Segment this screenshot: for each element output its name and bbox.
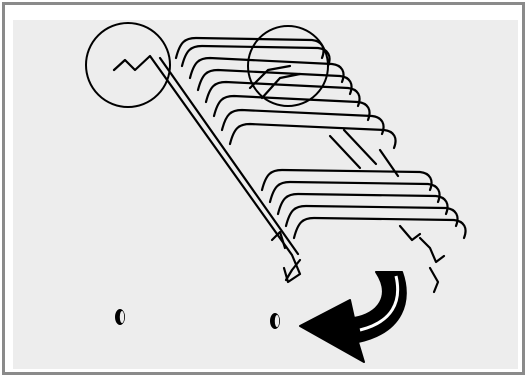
arrow-highlight bbox=[359, 275, 400, 332]
illustration-panel bbox=[13, 20, 518, 369]
curved-arrow-icon bbox=[299, 271, 407, 363]
rack-legs bbox=[248, 64, 446, 294]
hook-hole-left bbox=[115, 309, 125, 325]
rail-callout-circle bbox=[247, 25, 329, 107]
hook-callout-circle bbox=[85, 22, 171, 108]
rack-main-rail bbox=[112, 54, 302, 284]
rack-tines-upper bbox=[174, 36, 397, 150]
rack-tines-lower bbox=[260, 168, 467, 240]
wire-rack bbox=[112, 36, 467, 294]
hook-hole-right bbox=[270, 313, 280, 329]
